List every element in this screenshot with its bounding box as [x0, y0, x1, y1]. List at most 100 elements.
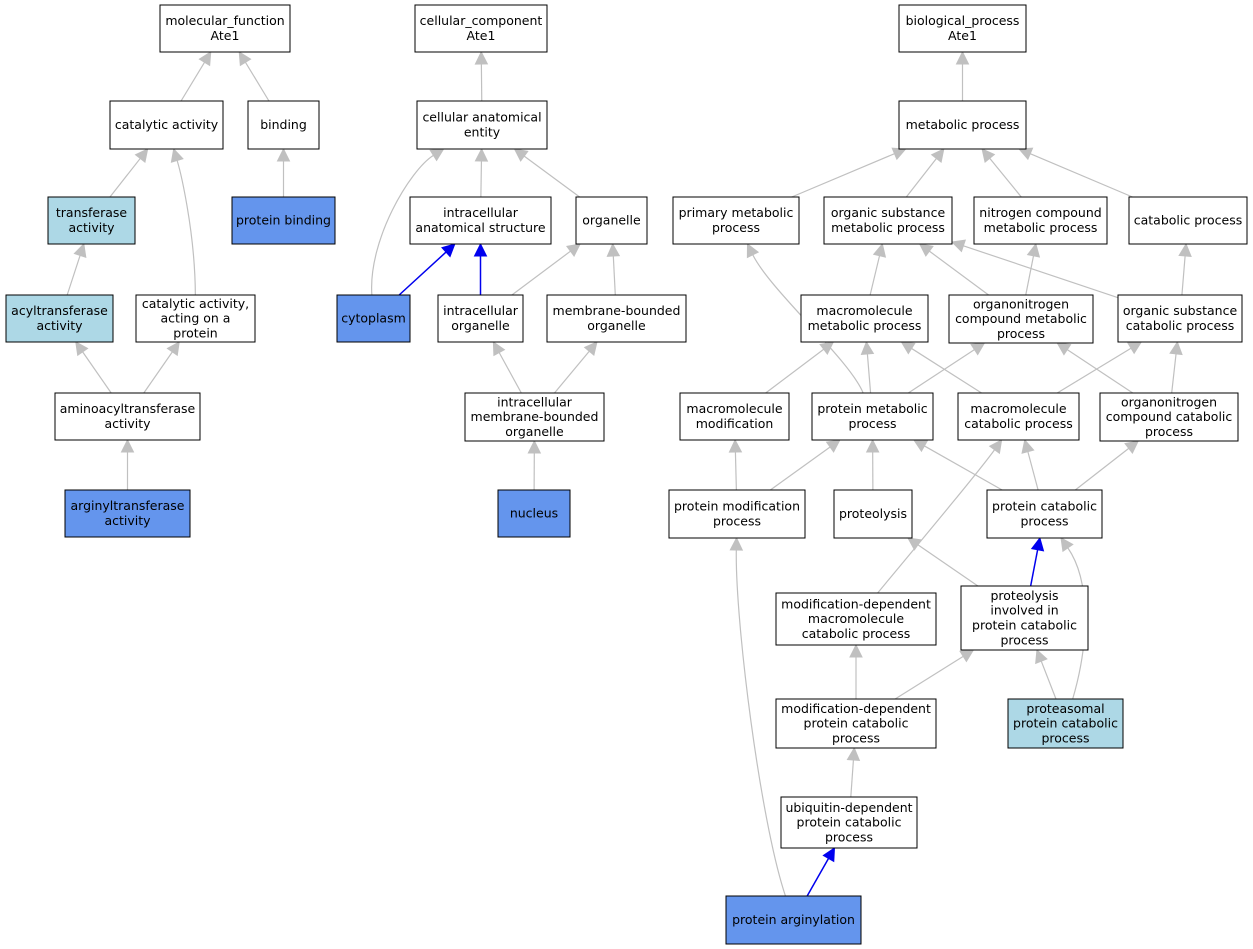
node-proteolysis[interactable]: proteolysis — [833, 489, 913, 539]
node-label-line: nitrogen compound — [979, 205, 1101, 220]
node-organelle[interactable]: organelle — [575, 196, 648, 245]
node-label-line: process — [1020, 514, 1068, 529]
edge-arrowhead — [860, 340, 875, 356]
edge-protein_catabolic_process-to-protein_metabolic_process — [912, 439, 1003, 491]
node-label-line: metabolic process — [906, 117, 1020, 132]
node-catabolic-process[interactable]: catabolic process — [1128, 196, 1248, 245]
edge-organic_substance_catabolic_process-to-organic_substance_metabolic_process — [950, 239, 1119, 299]
node-box — [336, 294, 411, 343]
edge-transferase_activity-to-catalytic_activity — [109, 148, 149, 198]
edge-catalytic_activity_protein-to-catalytic_activity — [170, 147, 196, 296]
node-label-line: ubiquitin-dependent — [785, 800, 912, 815]
edge-arrowhead — [606, 242, 621, 257]
edge-intracellular_membrane_bounded_organelle-to-membrane_bounded_organelle — [554, 341, 598, 394]
node-label-line: binding — [260, 117, 307, 132]
node-catalytic-activity[interactable]: catalytic activity — [109, 100, 224, 150]
node-box — [823, 196, 953, 245]
node-label-line: catabolic process — [964, 416, 1073, 431]
node-box — [409, 196, 552, 245]
node-box — [159, 4, 291, 53]
node-box — [960, 585, 1089, 651]
node-box — [668, 489, 806, 539]
node-box — [464, 392, 605, 442]
node-box — [414, 4, 548, 53]
node-binding[interactable]: binding — [247, 100, 320, 150]
edge-arrowhead — [900, 341, 916, 355]
edge-arrowhead — [429, 148, 445, 162]
node-label-line: organelle — [451, 318, 510, 333]
node-box — [833, 489, 913, 539]
node-label-line: process — [997, 326, 1045, 341]
edge-line — [924, 445, 1003, 491]
node-protein-binding[interactable]: protein binding — [231, 196, 336, 245]
node-label-line: macromolecule — [686, 401, 782, 416]
edge-arrowhead — [527, 439, 542, 454]
edge-modification_dependent_macromolecule_catabolic_process-to-macromolecule_catabolic_process — [877, 439, 1003, 594]
edge-arrowhead — [1124, 440, 1140, 455]
edge-arrowhead — [825, 439, 841, 453]
edge-line — [765, 348, 825, 394]
edge-line — [498, 352, 522, 394]
edge-line — [911, 347, 982, 394]
node-box — [948, 294, 1094, 344]
node-nucleus[interactable]: nucleus — [497, 489, 571, 538]
edge-proteolysis_involved_in_protein_catabolic_process-to-protein_catabolic_process — [1029, 536, 1045, 587]
edge-line — [734, 451, 737, 491]
edge-line — [1029, 153, 1133, 198]
node-label-line: membrane-bounded — [553, 303, 681, 318]
edge-arrowhead — [918, 243, 934, 257]
edge-line — [907, 349, 975, 394]
edge-line — [770, 446, 831, 491]
node-cytoplasm[interactable]: cytoplasm — [336, 294, 411, 343]
edge-line — [1029, 549, 1039, 587]
edge-line — [180, 61, 206, 102]
edge-ubiquitin_dependent_protein_catabolic_process-to-modification_dependent_protein_catabolic_process — [846, 746, 861, 798]
edge-arrowhead — [492, 341, 506, 357]
node-modification-dependent-macromolecule-catabolic-process[interactable]: modification-dependentmacromoleculecatab… — [775, 592, 937, 646]
edge-arrowhead — [907, 537, 923, 551]
edge-line — [1056, 347, 1132, 394]
node-box — [672, 196, 800, 245]
edge-arrowhead — [238, 51, 252, 67]
edge-line — [109, 158, 141, 198]
edge-arrowhead — [729, 536, 744, 551]
edge-line — [66, 255, 81, 296]
node-metabolic-process[interactable]: metabolic process — [898, 100, 1027, 150]
edge-protein_binding-to-binding — [276, 147, 291, 197]
node-box — [231, 196, 336, 245]
node-box — [546, 294, 687, 343]
node-label-line: macromolecule — [816, 303, 912, 318]
edge-arrowhead — [728, 438, 743, 453]
node-protein-arginylation[interactable]: protein arginylation — [725, 895, 862, 945]
node-label-line: protein modification — [674, 499, 800, 514]
